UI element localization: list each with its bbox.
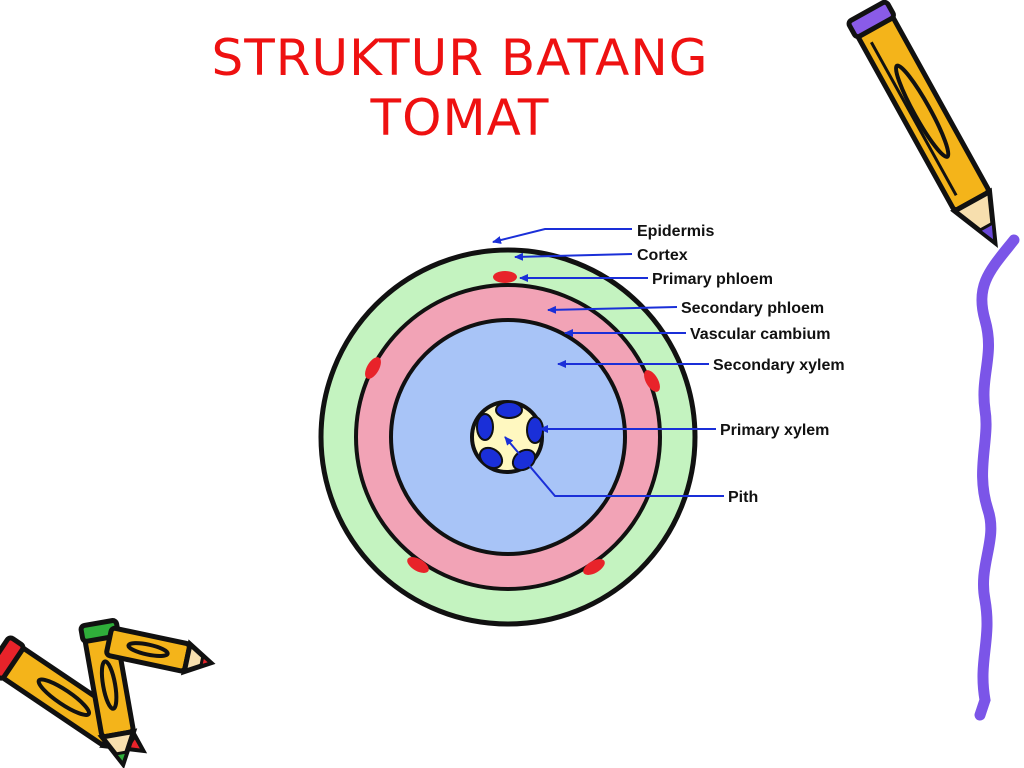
slide-title-line-1: STRUKTUR BATANG: [211, 29, 709, 87]
label-pith: Pith: [728, 489, 758, 506]
primary-xylem-bundle: [476, 413, 494, 441]
pencil-icon: [78, 618, 138, 768]
wavy-line-decoration: [974, 234, 1020, 721]
leader-line-pith: [504, 436, 724, 497]
label-vascular-cambium: Vascular cambium: [690, 326, 831, 343]
leader-line-cortex: [514, 252, 633, 261]
label-primary-xylem: Primary xylem: [720, 422, 829, 439]
slide-title: STRUKTUR BATANG TOMAT: [150, 28, 770, 148]
primary-phloem-patch: [407, 557, 429, 573]
label-cortex: Cortex: [637, 247, 688, 264]
slide-title-line-2: TOMAT: [370, 89, 550, 147]
primary-xylem-bundle: [478, 446, 504, 470]
label-secondary-phloem: Secondary phloem: [681, 300, 824, 317]
pencil-icon: [104, 625, 216, 676]
label-primary-phloem: Primary phloem: [652, 271, 773, 288]
primary-phloem-patch: [365, 357, 381, 379]
primary-xylem-bundle: [495, 401, 523, 419]
label-secondary-xylem: Secondary xylem: [713, 357, 845, 374]
pencil-icon: [846, 0, 998, 249]
primary-phloem-patch: [493, 271, 517, 283]
primary-phloem-patch: [583, 559, 605, 575]
label-epidermis: Epidermis: [637, 223, 714, 240]
primary-phloem-patch: [644, 370, 660, 392]
leader-lines: [492, 228, 724, 497]
leader-line-epidermis: [492, 228, 632, 244]
stem-cross-section-diagram: [318, 247, 698, 627]
leader-line-secondary-phloem: [547, 305, 678, 314]
